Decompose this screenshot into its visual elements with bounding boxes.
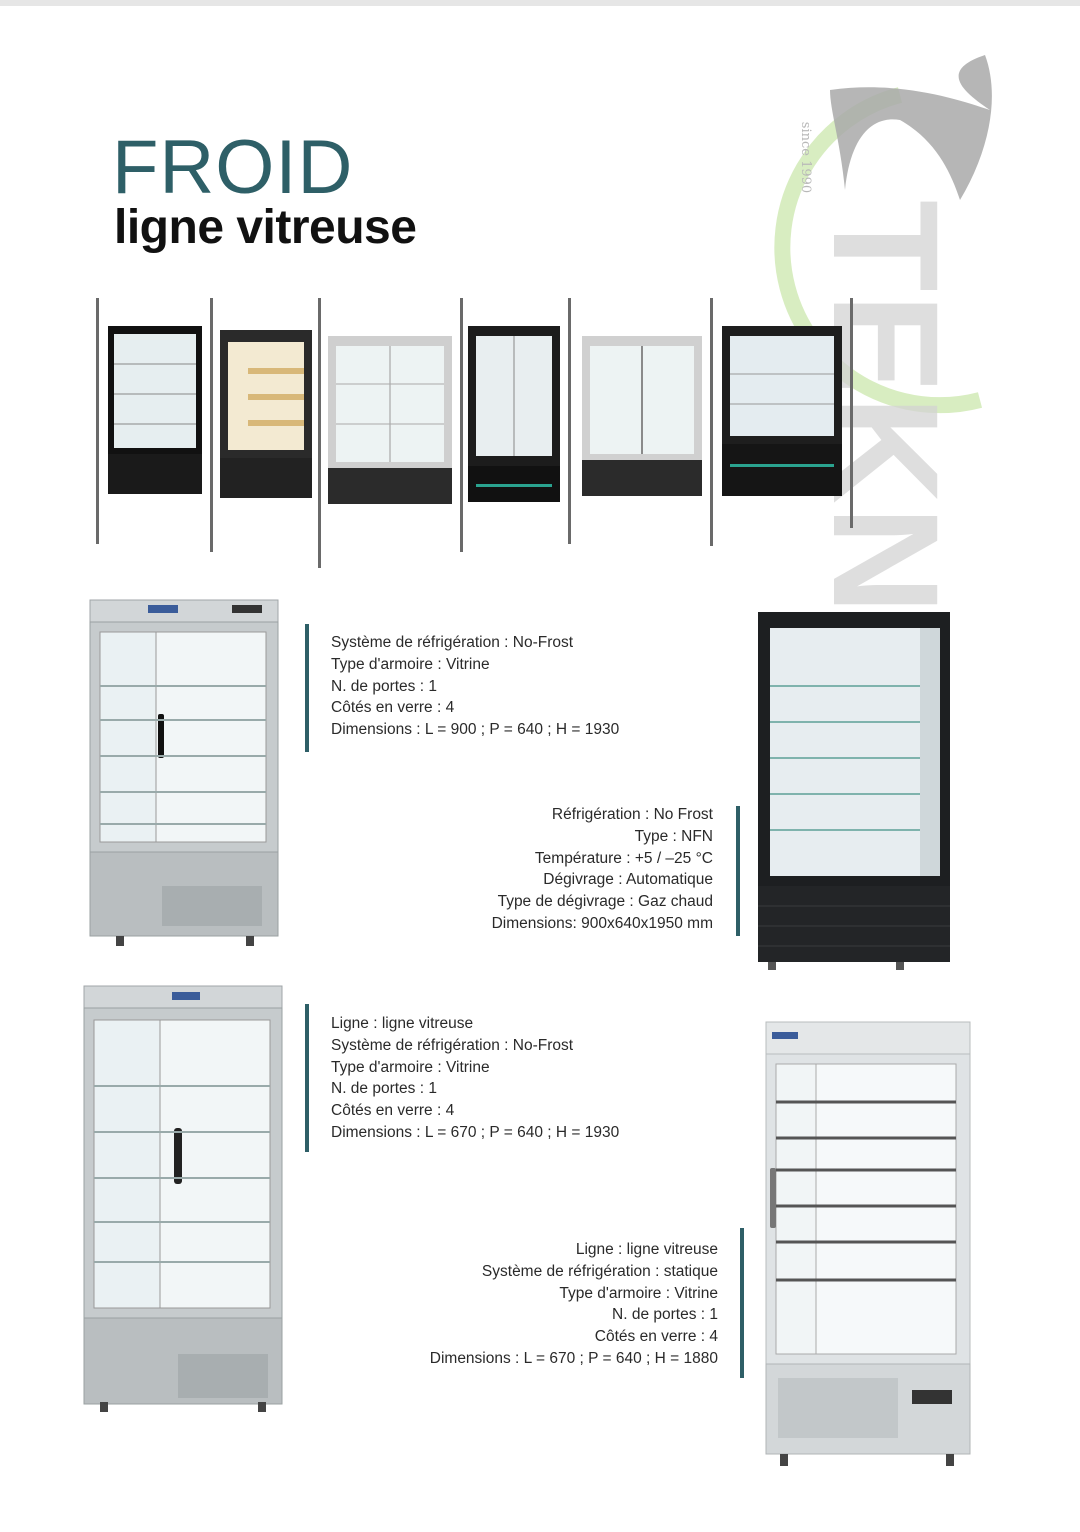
spec-line: Dimensions : L = 900 ; P = 640 ; H = 193… (331, 721, 620, 739)
strip-divider (210, 298, 213, 552)
spec-line: Système de réfrigération : statique (481, 1262, 718, 1280)
spec-accent-bar (740, 1228, 744, 1378)
spec-line: Température : +5 / –25 °C (534, 849, 713, 867)
cabinet-thumbnail (582, 336, 702, 496)
spec-line: Côtés en verre : 4 (331, 699, 455, 717)
spec-line: N. de portes : 1 (331, 1080, 437, 1098)
strip-divider (850, 298, 853, 528)
strip-divider (568, 298, 571, 544)
watermark-since: since 1990 (798, 121, 814, 194)
product-1-specs: Système de réfrigération : No-Frost Type… (331, 632, 619, 741)
spec-line: Dimensions : L = 670 ; P = 640 ; H = 188… (429, 1349, 718, 1367)
spec-line: Côtés en verre : 4 (331, 1102, 455, 1120)
cabinet-thumbnail (108, 326, 202, 494)
spec-line: Dégivrage : Automatique (543, 871, 713, 889)
spec-line: Côtés en verre : 4 (594, 1328, 718, 1346)
spec-line: Système de réfrigération : No-Frost (331, 634, 574, 651)
product-3-specs: Ligne : ligne vitreuse Système de réfrig… (331, 1013, 619, 1144)
spec-accent-bar (305, 1004, 309, 1152)
strip-divider (96, 298, 99, 544)
page-title: FROID (112, 125, 354, 210)
cabinet-thumbnail (468, 326, 560, 502)
cabinet-thumbnail (328, 336, 452, 504)
page-subtitle: ligne vitreuse (114, 201, 417, 254)
spec-line: Type : NFN (634, 827, 713, 845)
spec-line: Type d'armoire : Vitrine (331, 1058, 490, 1076)
top-bar (0, 0, 1080, 6)
strip-divider (318, 298, 321, 568)
spec-line: Ligne : ligne vitreuse (575, 1241, 718, 1258)
spec-accent-bar (736, 806, 740, 936)
spec-line: Dimensions : L = 670 ; P = 640 ; H = 193… (331, 1123, 620, 1141)
strip-divider (710, 298, 713, 546)
spec-line: N. de portes : 1 (331, 677, 437, 695)
spec-line: Type de dégivrage : Gaz chaud (497, 893, 713, 911)
spec-line: Système de réfrigération : No-Frost (331, 1036, 574, 1054)
product-4-specs: Ligne : ligne vitreuse Système de réfrig… (430, 1239, 718, 1370)
product-4-image (765, 1021, 971, 1466)
product-2-specs: Réfrigération : No Frost Type : NFN Temp… (492, 804, 713, 935)
spec-line: Type d'armoire : Vitrine (331, 655, 490, 673)
spec-line: N. de portes : 1 (612, 1306, 718, 1324)
spec-line: Type d'armoire : Vitrine (559, 1284, 718, 1302)
spec-line: Réfrigération : No Frost (551, 806, 713, 823)
strip-divider (460, 298, 463, 552)
spec-accent-bar (305, 624, 309, 752)
product-3-image (83, 985, 283, 1412)
product-2-image (758, 612, 950, 970)
product-1-image (89, 599, 279, 946)
cabinet-thumbnail (220, 330, 312, 498)
spec-line: Ligne : ligne vitreuse (331, 1015, 474, 1032)
spec-line: Dimensions: 900x640x1950 mm (491, 914, 713, 932)
cabinet-thumbnail (722, 326, 842, 496)
